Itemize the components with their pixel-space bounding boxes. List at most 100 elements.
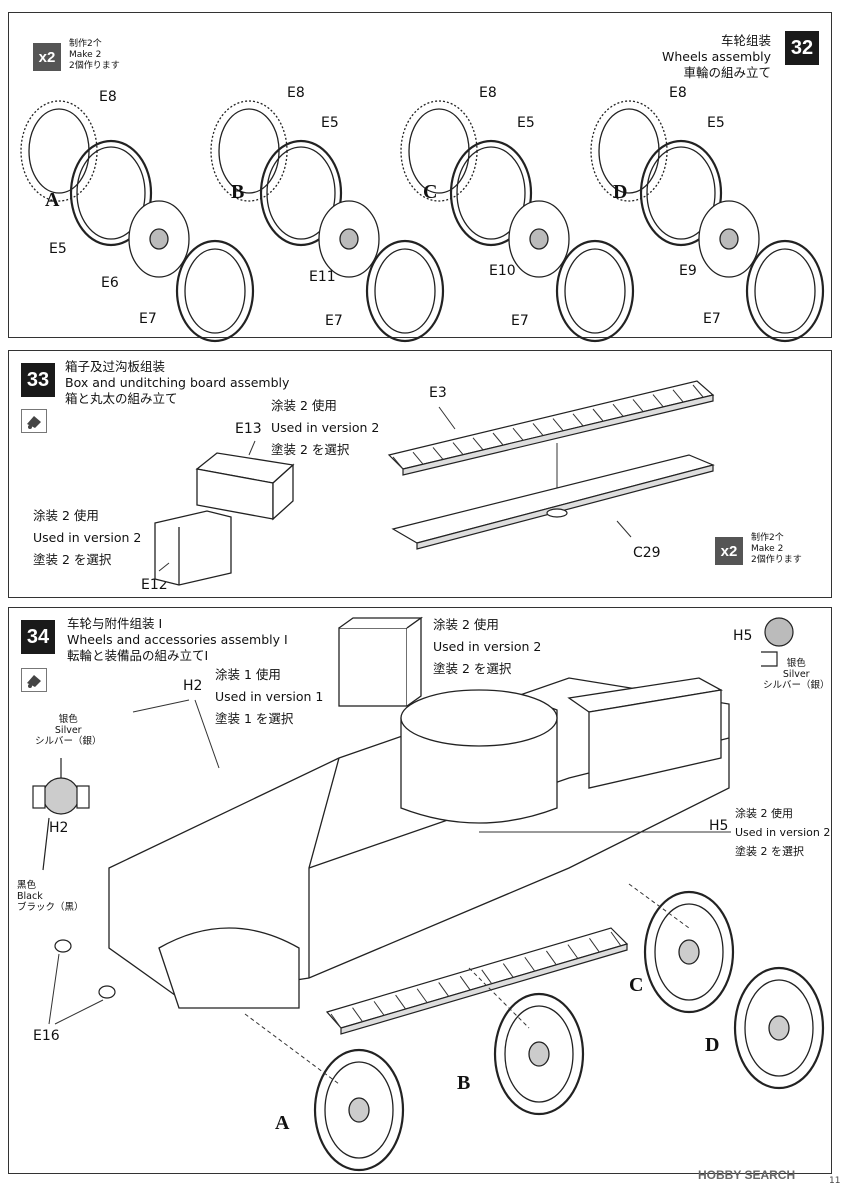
title-en: Wheels and accessories assembly I [67,632,288,647]
road-wheel [493,992,585,1116]
ring-e8-inner [218,108,280,194]
version-note-en: Used in version 2 [433,639,542,654]
part-label-e5: E5 [49,241,67,257]
box-and-board-drawings [154,380,715,586]
rim-e5 [69,139,153,247]
part-label-e16: E16 [33,1028,60,1044]
headlight-h5-detail [761,617,794,667]
ring-e8 [20,100,98,202]
paint-brush-icon [21,409,47,433]
ring-e8 [590,100,668,202]
part-label-e7: E7 [703,311,721,327]
ring-e8-inner [408,108,470,194]
version-note-cn: 涂装 2 使用 [271,398,337,413]
step-number-badge: 33 [21,363,55,397]
version-note: 涂装 2 使用 Used in version 2 塗装 2 を選択 [33,505,141,571]
silver-en: Silver [54,725,82,736]
step-title: 箱子及过沟板组装 Box and unditching board assemb… [65,359,289,407]
wheel-exploded-view [590,100,825,343]
silver-en: Silver [782,669,810,680]
title-cn: 车轮与附件组装 I [67,616,163,631]
version-note-cn: 涂装 2 使用 [735,807,793,820]
rim-e5 [639,139,723,247]
wheel-letter-c: C [423,181,438,203]
rim-e5-inner [266,146,336,240]
title-en: Wheels assembly [662,49,771,64]
silver-cn: 银色 [786,658,806,669]
part-label-e7: E7 [325,313,343,329]
wheel-letter-d: D [705,1034,720,1056]
title-en: Box and unditching board assembly [65,375,290,390]
watermark: HOBBY SEARCH [698,1168,796,1182]
silver-jp: シルバー（銀） [35,736,102,747]
black-cn: 黑色 [17,880,37,891]
make-count-note: 制作2个 Make 2 2個作ります [751,533,802,566]
wheel-exploded-view [400,100,635,343]
hub-center [339,228,359,250]
e16-shackles [54,939,116,999]
multiplier-badge: x2 [33,43,61,71]
wheel-letter-b: B [457,1072,471,1094]
ring-e8 [400,100,478,202]
version-note-cn: 涂装 2 使用 [33,508,99,523]
wheel-letter-d: D [613,181,628,203]
hub-center [719,228,739,250]
version-note: 涂装 2 使用 Used in version 2 塗装 2 を選択 [271,395,379,461]
part-label-e11: E11 [309,269,336,285]
make-en: Make 2 [751,544,784,554]
title-jp: 転輪と装備品の組み立てI [67,648,209,663]
make-jp: 2個作ります [751,555,802,565]
part-label-e8: E8 [99,89,117,105]
step-32-panel: x2 制作2个 Make 2 2個作ります 车轮组装 Wheels assemb… [8,12,832,343]
wheel-letter-a: A [275,1112,290,1134]
rim-e5 [449,139,533,247]
tire-e7-inner [564,248,626,334]
step-33-panel: 33 箱子及过沟板组装 Box and unditching board ass… [8,350,832,598]
make-cn: 制作2个 [751,533,784,543]
multiplier-badge: x2 [715,537,743,565]
tire-e7 [365,239,445,343]
title-jp: 車輪の組み立て [683,65,771,80]
part-label-e5: E5 [321,115,339,131]
rim-e5 [259,139,343,247]
part-label-h5: H5 [709,818,729,834]
part-label-h5: H5 [733,628,753,644]
road-wheel [733,966,825,1090]
wheel-exploded-view [20,100,255,343]
tire-e7-inner [754,248,816,334]
step-number-badge: 34 [21,620,55,654]
wheel-letter-a: A [45,189,60,211]
step-34-panel: 34 车轮与附件组装 I Wheels and accessories asse… [8,607,832,1174]
version-note: 涂装 2 使用 Used in version 2 塗装 2 を選択 [433,614,541,680]
part-label-e3: E3 [429,385,447,401]
ring-e8 [210,100,288,202]
version-note-jp: 塗装 2 を選択 [33,552,112,567]
unditching-board-top [387,380,715,476]
silver-jp: シルバー（銀） [763,680,830,691]
wheel-letter-b: B [231,181,245,203]
version-note-en: Used in version 1 [215,689,324,704]
running-board [325,927,629,1035]
part-label-e7: E7 [139,311,157,327]
version-note-jp: 塗装 2 を選択 [433,661,512,676]
title-cn: 箱子及过沟板组装 [65,359,166,374]
hub-center [149,228,169,250]
part-label-e6: E6 [101,275,119,291]
part-label-h2: H2 [183,678,203,694]
tire-e7-inner [184,248,246,334]
part-label-h2: H2 [49,820,69,836]
part-label-e13: E13 [235,421,262,437]
rim-e5-inner [646,146,716,240]
part-label-e7: E7 [511,313,529,329]
wheel-letter-c: C [629,974,644,996]
part-label-e5: E5 [707,115,725,131]
tire-e7 [555,239,635,343]
road-wheel [643,890,735,1014]
version-note-en: Used in version 2 [33,530,142,545]
step-title: 车轮与附件组装 I Wheels and accessories assembl… [67,616,288,664]
tire-e7 [175,239,255,343]
road-wheels [313,890,825,1172]
page-number: 11 [829,1176,841,1186]
road-wheel [313,1048,405,1172]
ring-e8-inner [28,108,90,194]
